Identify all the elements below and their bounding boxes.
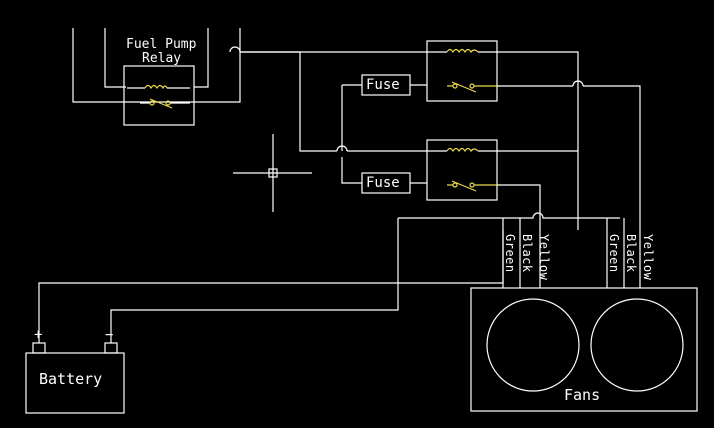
fan-left-icon — [486, 298, 580, 392]
fan1-yellow-label: Yellow — [537, 234, 551, 281]
relay-contacts — [144, 48, 497, 192]
relay-title-line1: Fuel Pump — [126, 37, 197, 52]
fans-label: Fans — [564, 386, 601, 404]
fuse-top-box — [361, 74, 411, 96]
fan-connection-wires — [38, 212, 625, 343]
fan-relay-2 — [426, 139, 498, 201]
fuse-bottom-box — [361, 172, 411, 194]
fan2-black-label: Black — [624, 234, 638, 273]
battery-label: Battery — [39, 370, 103, 388]
battery-plus-label: + — [34, 327, 43, 343]
battery-minus-label: − — [105, 327, 114, 343]
fan1-black-label: Black — [520, 234, 534, 273]
battery — [25, 342, 125, 414]
fuel-pump-relay — [123, 65, 195, 126]
fuse-top-label: Fuse — [366, 77, 400, 93]
supply-wires — [229, 46, 641, 288]
fan-relay-1 — [426, 40, 498, 102]
crosshair-cursor-icon — [233, 134, 312, 212]
fan2-green-label: Green — [607, 234, 621, 273]
fuse-bottom-label: Fuse — [366, 175, 400, 191]
fan2-yellow-label: Yellow — [641, 234, 655, 281]
fan-right-icon — [590, 298, 684, 392]
fans — [470, 287, 698, 412]
fan1-green-label: Green — [503, 234, 517, 273]
relay-title-line2: Relay — [142, 51, 182, 66]
